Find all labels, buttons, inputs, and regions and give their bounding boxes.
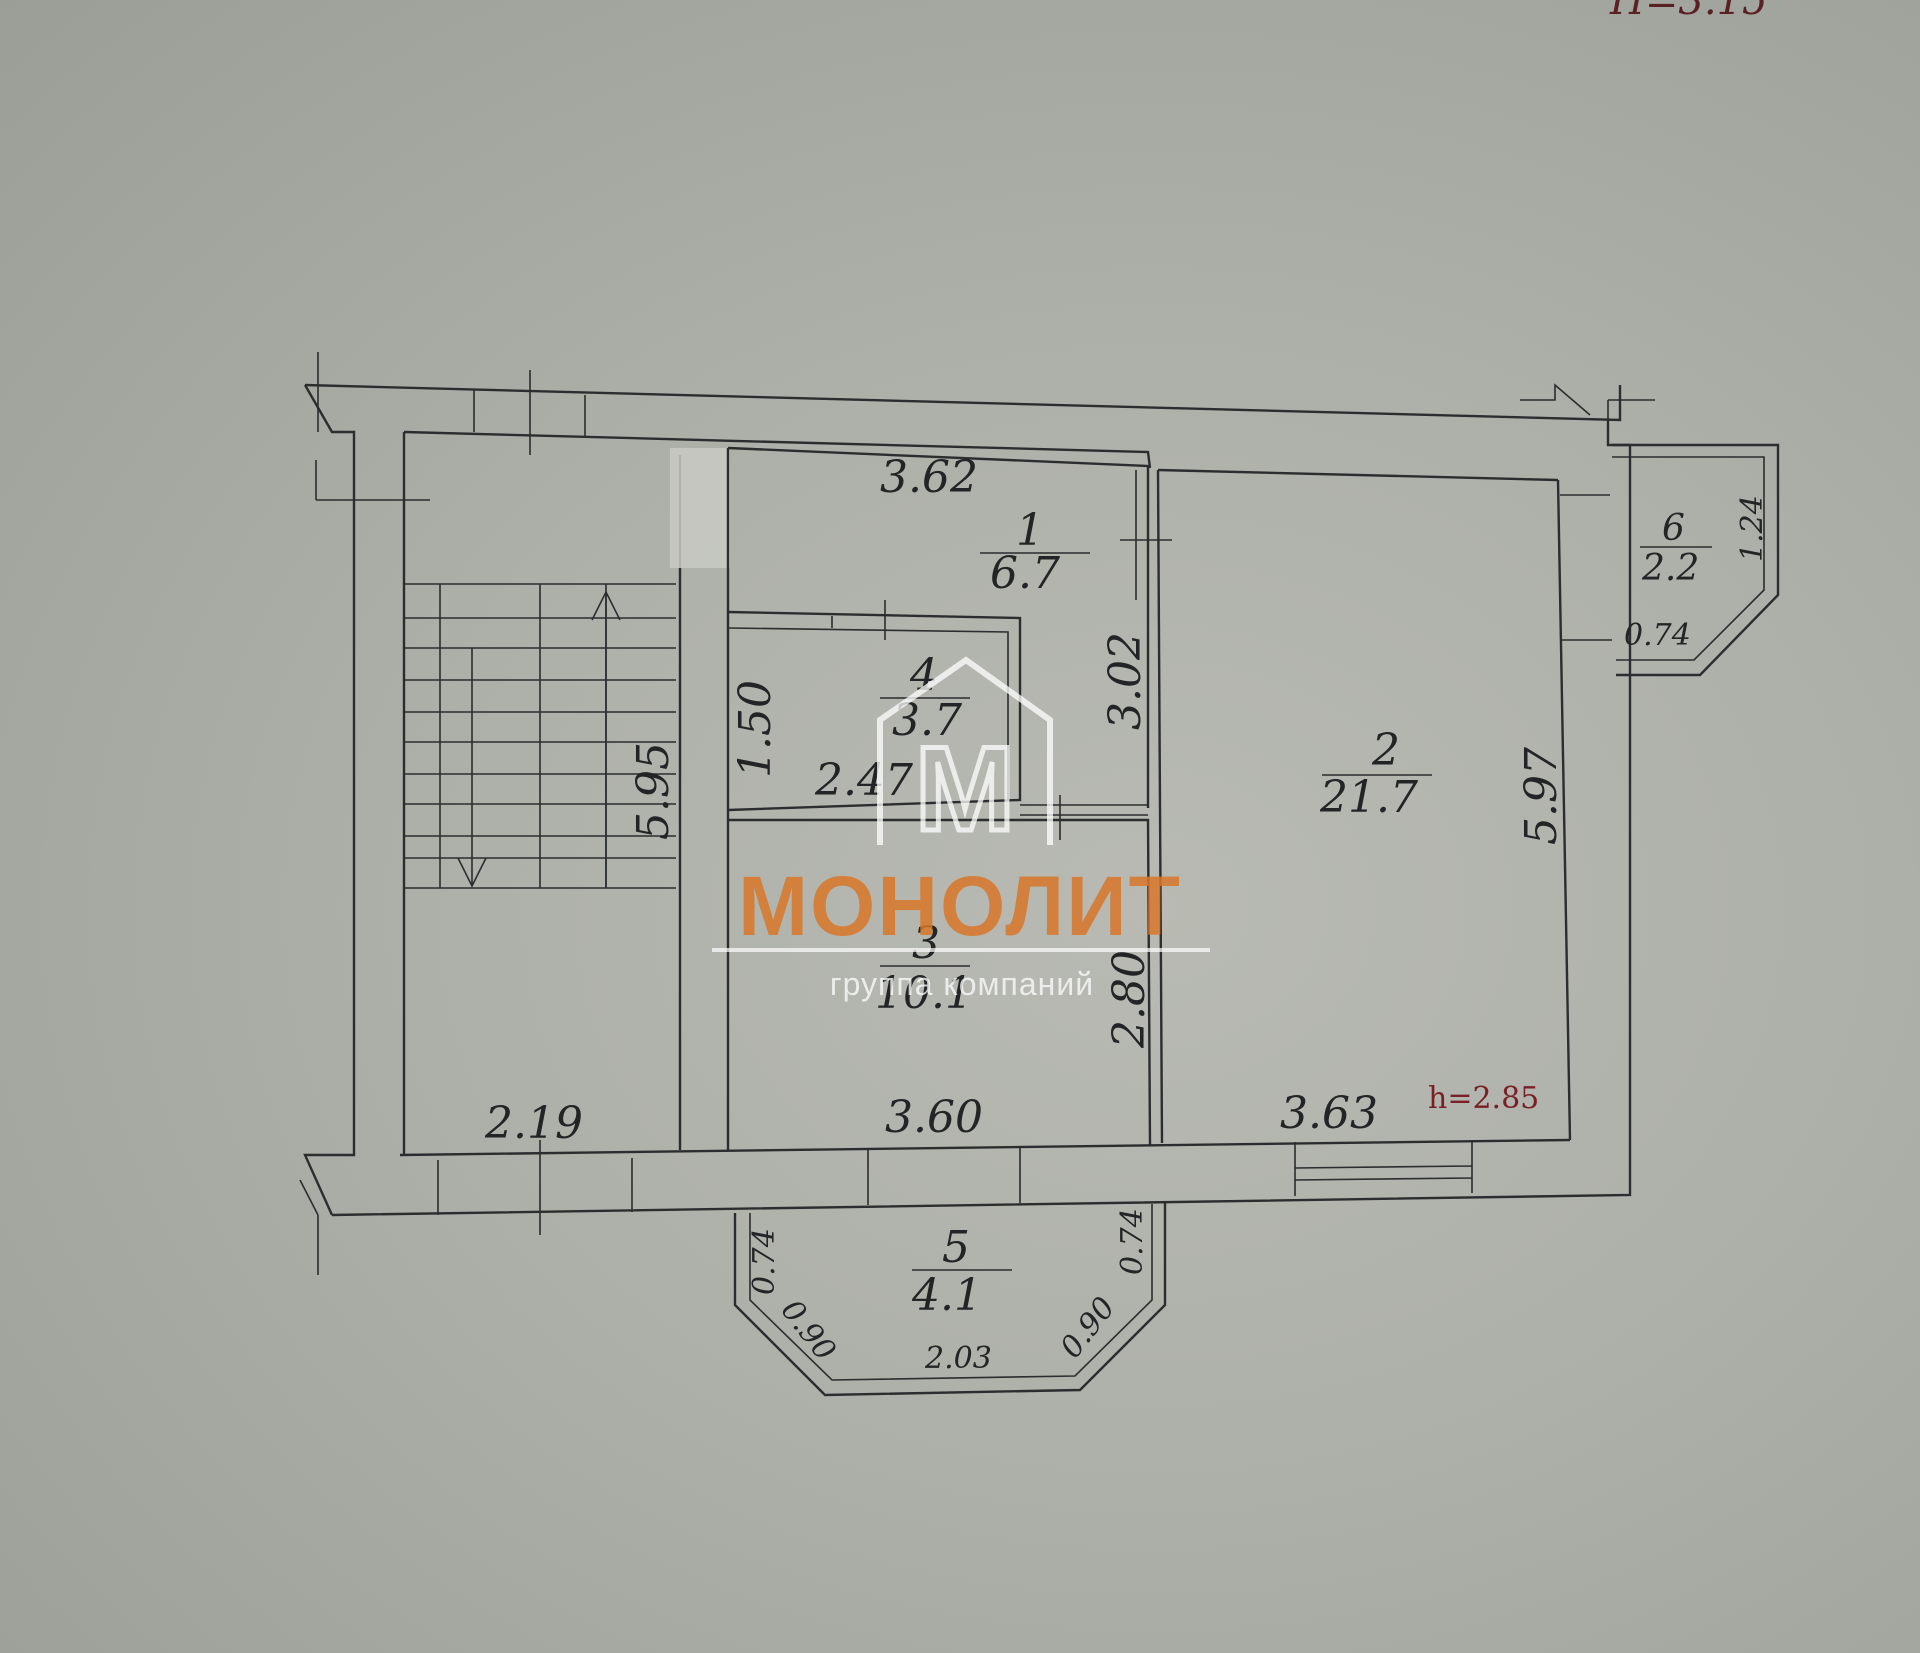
balcony6-right-label: 1.24 — [1735, 495, 1770, 562]
top-window-jambs — [473, 370, 586, 455]
room2-walls — [1156, 469, 1164, 1144]
stair-arrow-up — [591, 590, 621, 888]
room3-walls — [728, 818, 1152, 1146]
stair-opening — [670, 448, 730, 568]
balcony6-inner — [1612, 456, 1765, 661]
watermark-brand: МОНОЛИТ — [738, 859, 1182, 953]
balcony5-number: 5 — [942, 1222, 970, 1273]
room4-height-label: 1.50 — [730, 680, 781, 778]
bottom-wall-inner — [399, 1138, 1571, 1157]
room3-number: 3 — [912, 918, 940, 969]
left-wall-break-top — [315, 352, 430, 501]
bottom-window-3 — [1294, 1140, 1473, 1196]
room1-width-label: 3.62 — [880, 452, 978, 503]
ceiling-height-label: h=2.85 — [1428, 1081, 1539, 1116]
balcony5-inner — [749, 1204, 1153, 1381]
room2-number: 2 — [1371, 725, 1400, 776]
room3-width-label: 3.60 — [885, 1092, 983, 1143]
balcony5-diag-right-label: 0.90 — [1054, 1291, 1123, 1365]
left-wall-outer — [303, 384, 356, 1216]
balcony6-area: 2.2 — [1641, 548, 1699, 589]
watermark-logo-letter: M — [915, 722, 1015, 856]
balcony6-outline — [1612, 443, 1780, 677]
stair-treads — [404, 583, 676, 889]
room1-door — [1120, 470, 1172, 600]
room4-inner — [727, 600, 1009, 800]
balcony5-left-label: 0.74 — [747, 1228, 782, 1295]
room4-door — [1020, 795, 1148, 840]
balcony6-bottom-label: 0.74 — [1624, 618, 1691, 653]
balcony5-diag-left-label: 0.90 — [774, 1293, 843, 1367]
bottom-window-1 — [437, 1140, 633, 1235]
watermark-subtitle: группа компаний — [830, 966, 1094, 1002]
balcony5-outline — [733, 1203, 1167, 1397]
stair-arrow-down — [457, 648, 487, 888]
room3-height-label: 2.80 — [1104, 950, 1155, 1049]
stair-width-label: 2.19 — [484, 1098, 583, 1149]
right-window — [1560, 494, 1612, 641]
bottom-window-2 — [867, 1148, 1021, 1205]
room1-walls — [726, 446, 1150, 1150]
top-wall-outer — [304, 383, 1622, 422]
room3-area: 10.1 — [875, 968, 973, 1019]
balcony5-bottom-label: 2.03 — [924, 1341, 992, 1376]
top-wall-inner — [403, 430, 1559, 482]
room4-width-label: 2.47 — [814, 755, 913, 806]
room2-area: 21.7 — [1319, 772, 1418, 823]
balcony5-area: 4.1 — [911, 1270, 982, 1321]
left-wall-break-bottom — [299, 1179, 319, 1275]
room1-area: 6.7 — [990, 548, 1060, 599]
room2-width-label: 3.63 — [1280, 1088, 1378, 1139]
room1-number: 1 — [1016, 505, 1044, 556]
stair-height-label: 5.95 — [628, 742, 679, 840]
room2-height-label: 5.97 — [1516, 747, 1567, 845]
right-wall-break — [1520, 383, 1655, 432]
watermark: M МОНОЛИТ группа компаний — [712, 656, 1210, 1002]
right-wall-inner — [1556, 479, 1572, 1141]
watermark-house-icon — [877, 656, 1053, 845]
room1-height-label: 3.02 — [1100, 632, 1151, 730]
balcony6-number: 6 — [1662, 508, 1685, 549]
floor-height-label: H=3.15 — [1609, 0, 1767, 24]
room4-walls — [727, 610, 1022, 812]
balcony5-right-label: 0.74 — [1115, 1208, 1150, 1275]
